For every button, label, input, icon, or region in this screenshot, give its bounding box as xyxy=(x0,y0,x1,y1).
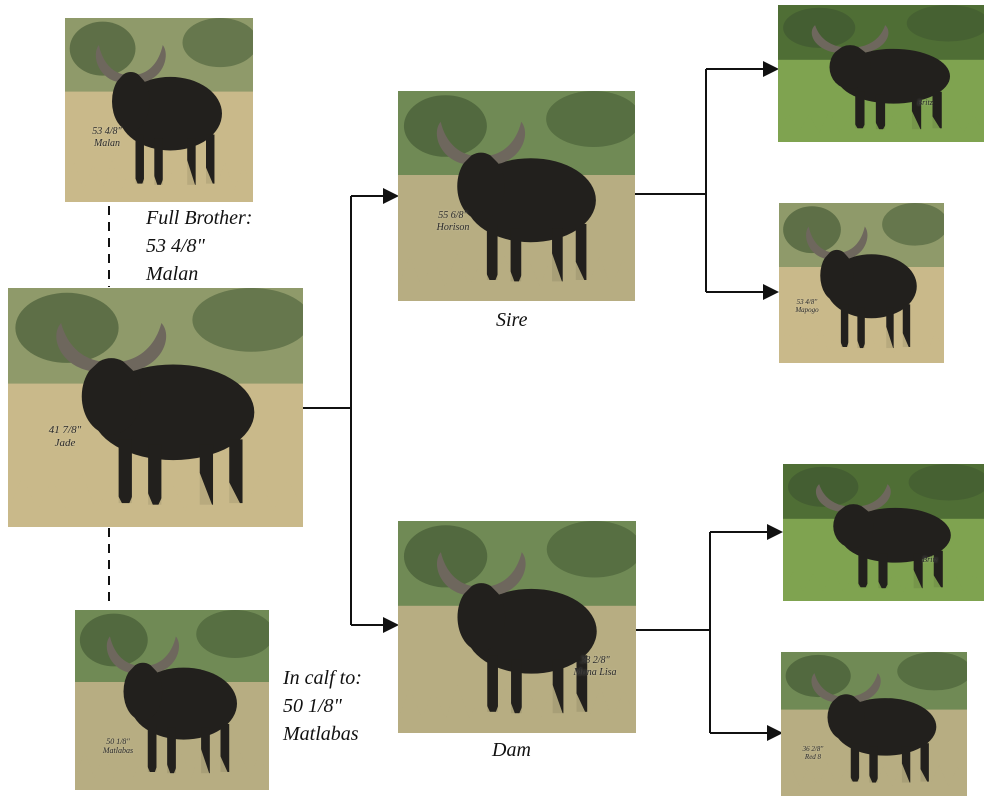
dam-label: Dam xyxy=(492,739,531,761)
photo-britz-1 xyxy=(778,5,984,142)
buffalo-illustration xyxy=(783,464,984,601)
buffalo-illustration xyxy=(65,18,253,202)
buffalo-illustration xyxy=(75,610,269,790)
buffalo-illustration xyxy=(398,521,636,733)
buffalo-illustration xyxy=(781,652,967,796)
photo-malan xyxy=(65,18,253,202)
buffalo-illustration xyxy=(8,288,303,527)
in-calf-label: In calf to: 50 1/8" Matlabas xyxy=(283,667,362,745)
photo-matlabas xyxy=(75,610,269,790)
photo-red-8 xyxy=(781,652,967,796)
buffalo-illustration xyxy=(779,203,944,363)
photo-britz-2 xyxy=(783,464,984,601)
buffalo-illustration xyxy=(778,5,984,142)
photo-jade xyxy=(8,288,303,527)
photo-horison xyxy=(398,91,635,301)
buffalo-illustration xyxy=(398,91,635,301)
photo-mapogo xyxy=(779,203,944,363)
full-brother-label: Full Brother: 53 4/8" Malan xyxy=(146,207,253,285)
photo-mona-lisa xyxy=(398,521,636,733)
sire-label: Sire xyxy=(496,309,528,331)
